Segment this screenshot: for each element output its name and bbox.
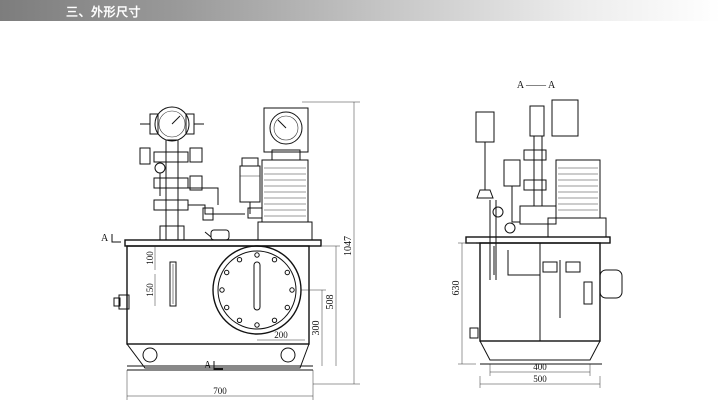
side-filter-pipe — [511, 186, 520, 223]
side-left-fitting — [469, 327, 479, 339]
front-inspection-cover-inner — [217, 250, 297, 330]
dim-front-overall-height: 1047 — [343, 236, 354, 256]
cover-bolt — [289, 287, 295, 293]
side-motor-fins — [558, 167, 598, 211]
front-drain-hole-right — [280, 347, 296, 363]
dim-front-cover-offset: 200 — [274, 330, 288, 340]
side-filter-body — [503, 159, 521, 187]
front-side-valve-1 — [189, 147, 203, 163]
cover-bolt — [271, 317, 278, 323]
cover-bolt — [254, 322, 260, 328]
side-view: A —— A — [465, 80, 623, 365]
front-section-mark-bottom: A — [204, 360, 212, 371]
dim-front-tank-height: 508 — [325, 295, 336, 310]
cover-bolt — [236, 257, 243, 263]
front-filter-cap — [241, 157, 259, 167]
front-cover-bolts — [219, 252, 295, 328]
front-filter-outlet — [247, 207, 263, 219]
front-manifold-column — [165, 139, 179, 241]
cover-bolt — [236, 317, 243, 323]
side-valve-top — [529, 105, 545, 137]
front-valve-block-1 — [153, 151, 189, 163]
front-pipe-1 — [188, 204, 245, 215]
side-base-frame — [479, 340, 601, 361]
side-motor-gauge-panel — [551, 99, 579, 137]
front-motor-gauge-panel — [263, 107, 309, 153]
front-section-mark-top: A — [101, 233, 109, 244]
front-level-gauge — [169, 261, 177, 307]
dim-front-outlet-height: 300 — [311, 321, 322, 336]
dim-side-base-width: 500 — [533, 374, 547, 384]
front-motor-fins — [264, 167, 306, 217]
cover-bolt — [284, 304, 290, 311]
front-cover-handle — [253, 261, 261, 311]
front-valve-block-2 — [153, 177, 189, 189]
front-base-frame — [126, 343, 310, 369]
cover-bolt — [284, 269, 290, 276]
front-pipe-fitting — [202, 207, 214, 221]
cover-bolt — [254, 252, 260, 258]
side-top-plate — [465, 236, 611, 244]
cover-bolt — [224, 269, 230, 276]
front-side-valve-3 — [139, 147, 151, 165]
dim-front-gauge-offset: 100 — [145, 251, 155, 265]
side-internal-fitting-3 — [583, 281, 593, 305]
front-drain-valve-knob — [113, 297, 121, 307]
front-pressure-gauge — [154, 106, 190, 142]
side-motor-flange — [547, 217, 607, 238]
side-manifold-block — [519, 205, 557, 225]
front-top-plate — [124, 239, 322, 247]
front-side-valve-2 — [189, 175, 203, 191]
side-internal-fitting-2 — [565, 261, 581, 273]
side-fitting-circle-1 — [492, 206, 504, 218]
cover-bolt — [271, 257, 278, 263]
side-fitting-circle-2 — [504, 222, 516, 234]
front-filler-cap — [210, 229, 230, 241]
side-valve-block-2 — [523, 179, 547, 191]
front-valve-block-3 — [153, 199, 189, 211]
dim-side-tank-height: 630 — [451, 281, 462, 296]
front-inspection-cover — [212, 245, 302, 335]
front-view: A A — [101, 106, 322, 371]
cover-bolt — [224, 304, 230, 311]
side-internal-pipe-1 — [507, 250, 540, 276]
dim-side-foot-spacing: 400 — [533, 362, 547, 372]
front-motor-body — [261, 159, 309, 223]
front-manifold-base — [159, 225, 185, 241]
side-motor-body — [555, 159, 601, 219]
front-dimensions: 1047 508 300 100 150 200 700 — [126, 101, 360, 400]
side-right-port — [599, 269, 623, 299]
side-internal-fitting-1 — [542, 261, 558, 273]
side-dimensions: 630 400 500 — [451, 242, 601, 388]
side-valve-block-1 — [523, 149, 547, 161]
front-motor-gauge — [269, 111, 303, 145]
side-gauge-base — [476, 189, 494, 199]
front-motor-flange — [257, 221, 313, 241]
front-motor-terminal-box — [271, 149, 301, 161]
cover-bolt — [219, 287, 225, 293]
dim-front-base-depth: 700 — [213, 386, 227, 396]
dim-front-gauge-length: 150 — [145, 283, 155, 297]
section-header-bar: 三、外形尺寸 — [0, 0, 721, 21]
section-title: 三、外形尺寸 — [66, 5, 142, 19]
front-pipe-2 — [188, 187, 219, 205]
side-section-title: A —— A — [517, 80, 556, 91]
front-filter-body — [239, 165, 261, 203]
front-drain-valve — [118, 294, 130, 310]
front-drain-hole-left — [142, 347, 158, 363]
side-gauge-head — [475, 111, 495, 143]
side-valve-column — [533, 135, 543, 207]
front-small-gauge — [154, 162, 166, 174]
